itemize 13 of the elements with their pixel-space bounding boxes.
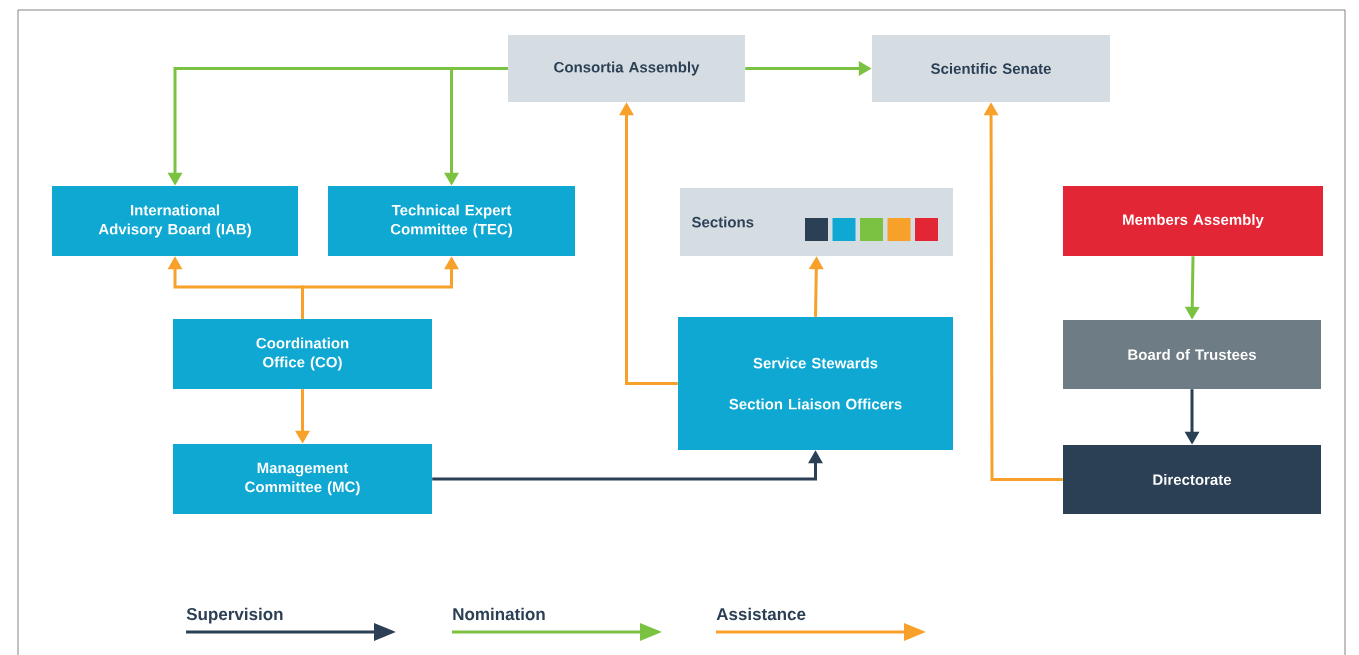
board-box: International Advisory Board (IAB) [52, 186, 298, 256]
committee-box: Technical Expert Committee (TEC) [328, 186, 575, 256]
assembly-box: Members Assembly [1063, 186, 1323, 256]
legend-label: Assistance [716, 607, 806, 621]
senate-box: Scientific Senate [872, 35, 1110, 102]
legend-label: Supervision [186, 607, 283, 624]
trustees-box: Board of Trustees [1063, 320, 1321, 389]
stewards-box: Service Stewards Section Liaison Officers [678, 317, 953, 450]
assembly-box: Consortia Assembly [508, 35, 745, 102]
committee-box: Management Committee (MC) [173, 444, 432, 514]
office-box: Coordination Office (CO) [173, 319, 432, 389]
directorate-box: Directorate [1063, 445, 1321, 514]
legend-label: Nomination [453, 607, 545, 621]
